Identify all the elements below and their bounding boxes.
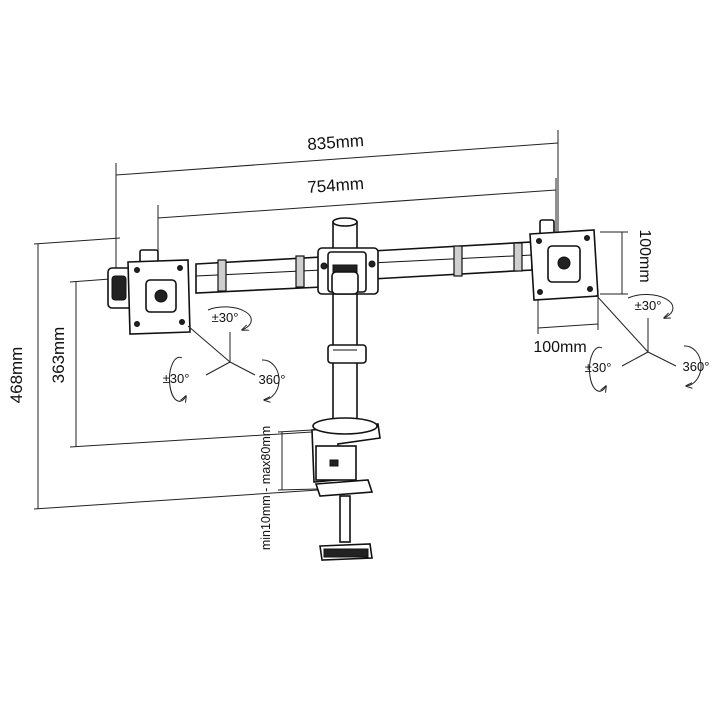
dimension-clamp-range: min10mm - max80mm xyxy=(259,426,319,550)
label-right-tilt: ±30° xyxy=(635,298,662,313)
desk-clamp xyxy=(311,417,381,561)
label-overall-height: 468mm xyxy=(7,347,26,404)
label-right-swivel: ±30° xyxy=(585,360,612,375)
label-left-swivel: ±30° xyxy=(163,371,190,386)
dimension-overall-height: 468mm xyxy=(7,237,319,510)
dimension-vesa-width: 100mm xyxy=(533,292,599,356)
label-right-rotate: 360° xyxy=(683,359,710,374)
vesa-plate-right xyxy=(529,219,599,301)
dimension-vesa-height: 100mm xyxy=(600,229,653,295)
rotation-indicator-right: ±30° ±30° 360° xyxy=(585,294,710,392)
arm-right xyxy=(371,241,533,280)
dimension-overall-width: 835mm xyxy=(115,130,559,268)
label-vesa-height: 100mm xyxy=(636,229,653,282)
label-vesa-width: 100mm xyxy=(533,339,586,356)
label-overall-width: 835mm xyxy=(307,131,365,154)
label-vesa-center-width: 754mm xyxy=(307,174,365,197)
label-clamp-range: min10mm - max80mm xyxy=(259,426,273,550)
rotation-indicator-left: ±30° ±30° 360° xyxy=(163,306,286,401)
central-hub xyxy=(317,247,379,295)
label-arm-height: 363mm xyxy=(49,327,68,384)
vesa-plate-left xyxy=(107,249,191,335)
arm-left xyxy=(195,255,323,294)
dimension-arm-height: 363mm xyxy=(49,278,313,448)
label-left-rotate: 360° xyxy=(259,372,286,387)
label-left-tilt: ±30° xyxy=(212,310,239,325)
